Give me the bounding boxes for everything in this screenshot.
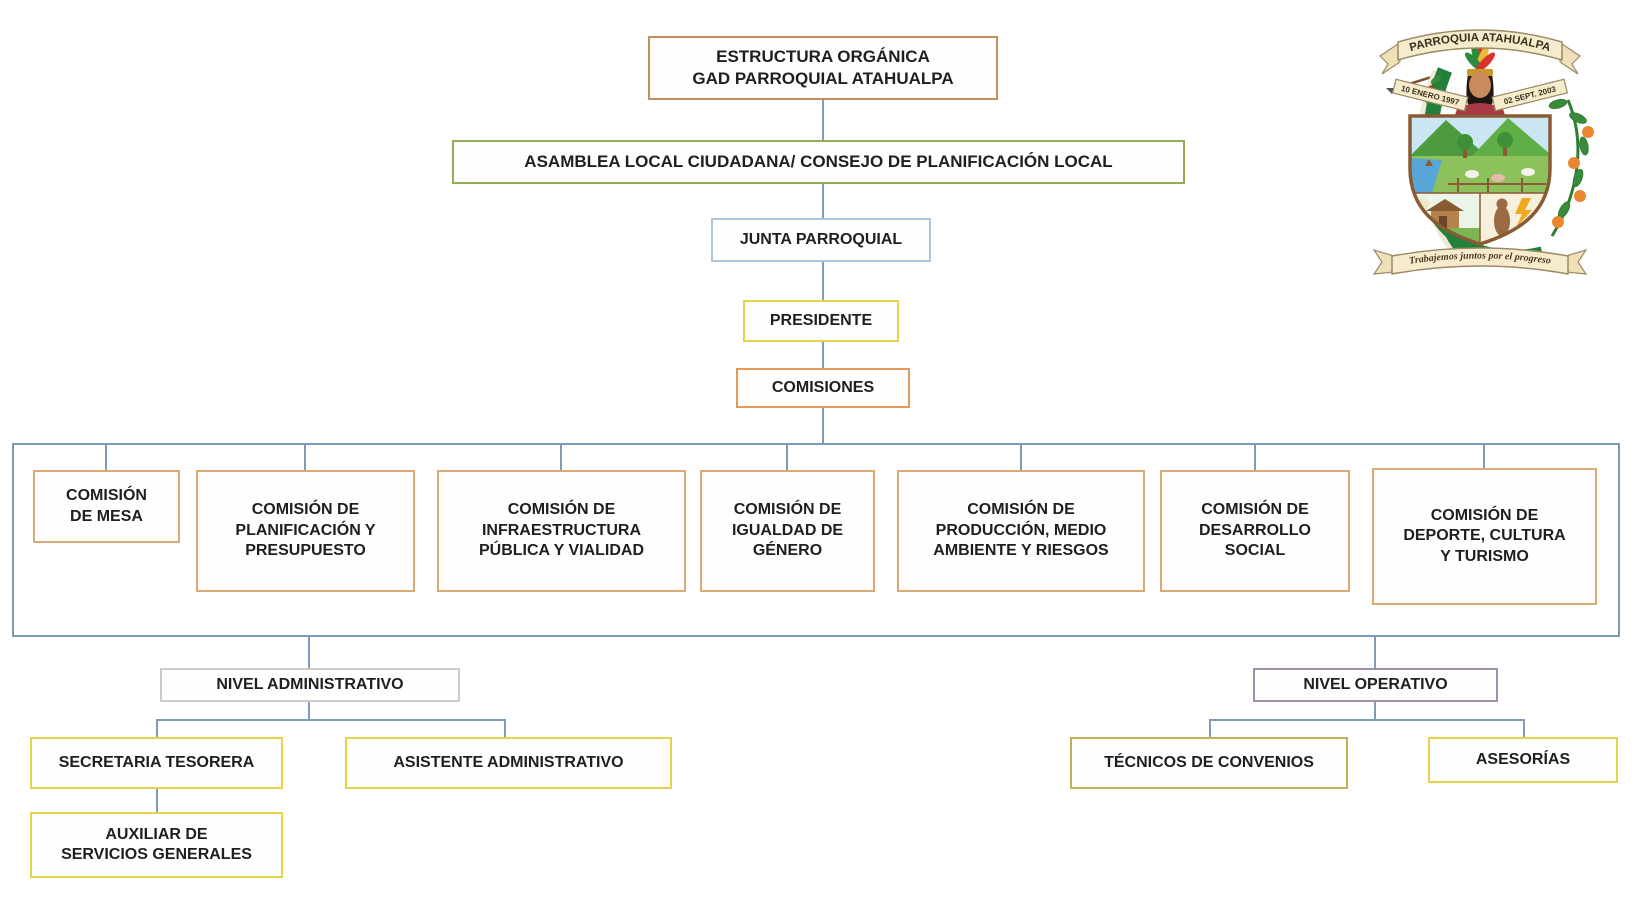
node-nivel-operativo: NIVEL OPERATIVO	[1253, 668, 1498, 702]
top-banner-ribbon: PARROQUIA ATAHUALPA	[1379, 29, 1581, 75]
node-nivel-administrativo: NIVEL ADMINISTRATIVO	[160, 668, 460, 702]
parish-coat-of-arms: PARROQUIA ATAHUALPA 10 ENERO 1997 02 SEP…	[1330, 8, 1630, 290]
connector	[1374, 637, 1376, 668]
motto-ribbon: Trabajemos juntos por el progreso	[1372, 247, 1588, 275]
node-comision-deporte-cultura-turismo: COMISIÓN DE DEPORTE, CULTURA Y TURISMO	[1372, 468, 1597, 605]
connector	[822, 342, 824, 368]
node-comision-desarrollo-social: COMISIÓN DE DESARROLLO SOCIAL	[1160, 470, 1350, 592]
connector	[822, 262, 824, 300]
node-asamblea-local: ASAMBLEA LOCAL CIUDADANA/ CONSEJO DE PLA…	[452, 140, 1185, 184]
connector	[308, 637, 310, 668]
connector	[1523, 719, 1525, 737]
node-comision-produccion-ambiente-riesgos: COMISIÓN DE PRODUCCIÓN, MEDIO AMBIENTE Y…	[897, 470, 1145, 592]
shield-border	[1408, 114, 1552, 246]
connector	[156, 789, 158, 812]
connector	[1483, 443, 1485, 468]
node-secretaria-tesorera: SECRETARIA TESORERA	[30, 737, 283, 789]
connector	[1374, 702, 1376, 719]
connector	[822, 184, 824, 218]
connector	[822, 408, 824, 443]
connector	[304, 443, 306, 470]
connector	[156, 719, 158, 737]
connector	[560, 443, 562, 470]
shield-field	[1410, 116, 1550, 244]
node-asesorias: ASESORÍAS	[1428, 737, 1618, 783]
svg-text:Trabajemos juntos por el progr: Trabajemos juntos por el progreso	[1408, 250, 1551, 266]
node-auxiliar-servicios-generales: AUXILIAR DE SERVICIOS GENERALES	[30, 812, 283, 878]
connector	[308, 702, 310, 719]
comisiones-group-frame	[12, 443, 1620, 637]
node-presidente: PRESIDENTE	[743, 300, 899, 342]
motto-text: Trabajemos juntos por el progreso	[1408, 250, 1551, 266]
node-comisiones: COMISIONES	[736, 368, 910, 408]
coat-of-arms-graphic: PARROQUIA ATAHUALPA 10 ENERO 1997 02 SEP…	[1372, 29, 1594, 275]
node-comision-planificacion-presupuesto: COMISIÓN DE PLANIFICACIÓN Y PRESUPUESTO	[196, 470, 415, 592]
node-comision-de-mesa: COMISIÓN DE MESA	[33, 470, 180, 543]
connector	[1254, 443, 1256, 470]
node-comision-igualdad-genero: COMISIÓN DE IGUALDAD DE GÉNERO	[700, 470, 875, 592]
connector	[105, 443, 107, 470]
orange-branch	[1548, 98, 1594, 237]
connector	[156, 719, 506, 721]
connector	[1209, 719, 1525, 721]
node-tecnicos-de-convenios: TÉCNICOS DE CONVENIOS	[1070, 737, 1348, 789]
node-comision-infraestructura-vialidad: COMISIÓN DE INFRAESTRUCTURA PÚBLICA Y VI…	[437, 470, 686, 592]
connector	[504, 719, 506, 737]
connector	[822, 100, 824, 140]
node-estructura-organica: ESTRUCTURA ORGÁNICA GAD PARROQUIAL ATAHU…	[648, 36, 998, 100]
node-asistente-administrativo: ASISTENTE ADMINISTRATIVO	[345, 737, 672, 789]
node-junta-parroquial: JUNTA PARROQUIAL	[711, 218, 931, 262]
connector	[1020, 443, 1022, 470]
connector	[786, 443, 788, 470]
connector	[1209, 719, 1211, 737]
